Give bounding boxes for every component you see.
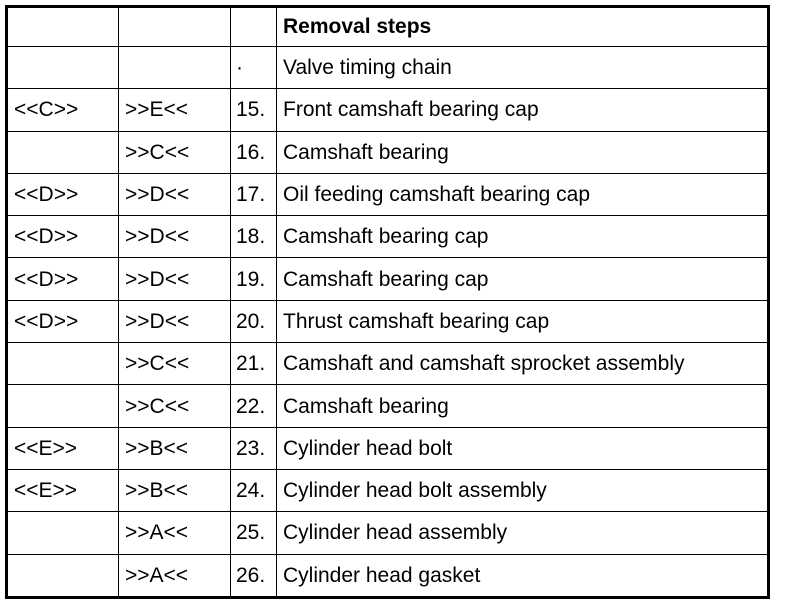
removal-reference-cell	[6, 511, 119, 555]
installation-reference-cell	[118, 45, 231, 90]
header-cell-installation-reference	[118, 6, 231, 47]
step-description-cell: Front camshaft bearing cap	[276, 88, 769, 132]
step-number-cell: 23.	[230, 426, 277, 470]
step-description-cell: Camshaft and camshaft sprocket assembly	[276, 342, 769, 386]
table-row: >>A<<25.Cylinder head assembly	[6, 511, 769, 555]
table-row: <<C>>>>E<<15.Front camshaft bearing cap	[6, 88, 769, 132]
installation-reference-cell: >>B<<	[118, 426, 231, 470]
table-row: >>C<<21.Camshaft and camshaft sprocket a…	[6, 342, 769, 386]
step-number-cell: 26.	[230, 553, 277, 598]
removal-reference-cell: <<E>>	[6, 468, 119, 513]
step-number-cell: 24.	[230, 468, 277, 513]
table-row: >>A<<26.Cylinder head gasket	[6, 553, 769, 598]
table-row: <<D>>>>D<<18.Camshaft bearing cap	[6, 215, 769, 259]
removal-steps-table: Removal steps ·Valve timing chain<<C>>>>…	[5, 5, 770, 599]
removal-reference-cell: <<D>>	[6, 299, 119, 344]
header-cell-removal-steps: Removal steps	[276, 6, 769, 47]
removal-reference-cell: <<D>>	[6, 215, 119, 259]
table-row: ·Valve timing chain	[6, 45, 769, 90]
step-description-cell: Cylinder head assembly	[276, 511, 769, 555]
step-description-cell: Camshaft bearing cap	[276, 257, 769, 301]
removal-reference-cell	[6, 342, 119, 386]
installation-reference-cell: >>D<<	[118, 299, 231, 344]
step-description-cell: Cylinder head bolt	[276, 426, 769, 470]
step-number-cell: 16.	[230, 130, 277, 174]
step-number-cell: 21.	[230, 342, 277, 386]
installation-reference-cell: >>B<<	[118, 468, 231, 513]
table-row: >>C<<22.Camshaft bearing	[6, 384, 769, 428]
step-description-cell: Cylinder head bolt assembly	[276, 468, 769, 513]
installation-reference-cell: >>C<<	[118, 342, 231, 386]
installation-reference-cell: >>A<<	[118, 511, 231, 555]
step-number-cell: ·	[230, 45, 277, 90]
step-number-cell: 19.	[230, 257, 277, 301]
removal-reference-cell: <<D>>	[6, 172, 119, 217]
table-row: <<D>>>>D<<19.Camshaft bearing cap	[6, 257, 769, 301]
step-description-cell: Cylinder head gasket	[276, 553, 769, 598]
table-row: <<D>>>>D<<17.Oil feeding camshaft bearin…	[6, 172, 769, 217]
step-number-cell: 18.	[230, 215, 277, 259]
table-row: <<E>>>>B<<23.Cylinder head bolt	[6, 426, 769, 470]
installation-reference-cell: >>D<<	[118, 172, 231, 217]
step-number-cell: 25.	[230, 511, 277, 555]
step-number-cell: 15.	[230, 88, 277, 132]
step-description-cell: Camshaft bearing	[276, 384, 769, 428]
header-cell-removal-reference	[6, 6, 119, 47]
removal-reference-cell	[6, 130, 119, 174]
table-header-row: Removal steps	[6, 6, 769, 47]
removal-reference-cell	[6, 553, 119, 598]
installation-reference-cell: >>C<<	[118, 384, 231, 428]
installation-reference-cell: >>C<<	[118, 130, 231, 174]
installation-reference-cell: >>D<<	[118, 215, 231, 259]
table-row: <<D>>>>D<<20.Thrust camshaft bearing cap	[6, 299, 769, 344]
step-description-cell: Oil feeding camshaft bearing cap	[276, 172, 769, 217]
table-row: <<E>>>>B<<24.Cylinder head bolt assembly	[6, 468, 769, 513]
removal-reference-cell: <<D>>	[6, 257, 119, 301]
table-row: >>C<<16.Camshaft bearing	[6, 130, 769, 174]
removal-reference-cell	[6, 384, 119, 428]
step-description-cell: Camshaft bearing cap	[276, 215, 769, 259]
installation-reference-cell: >>A<<	[118, 553, 231, 598]
removal-reference-cell	[6, 45, 119, 90]
removal-reference-cell: <<E>>	[6, 426, 119, 470]
step-description-cell: Thrust camshaft bearing cap	[276, 299, 769, 344]
step-number-cell: 20.	[230, 299, 277, 344]
installation-reference-cell: >>E<<	[118, 88, 231, 132]
step-number-cell: 22.	[230, 384, 277, 428]
step-number-cell: 17.	[230, 172, 277, 217]
removal-reference-cell: <<C>>	[6, 88, 119, 132]
header-cell-step-number	[230, 6, 277, 47]
step-description-cell: Valve timing chain	[276, 45, 769, 90]
removal-steps-table-body: Removal steps ·Valve timing chain<<C>>>>…	[6, 6, 769, 598]
installation-reference-cell: >>D<<	[118, 257, 231, 301]
step-description-cell: Camshaft bearing	[276, 130, 769, 174]
